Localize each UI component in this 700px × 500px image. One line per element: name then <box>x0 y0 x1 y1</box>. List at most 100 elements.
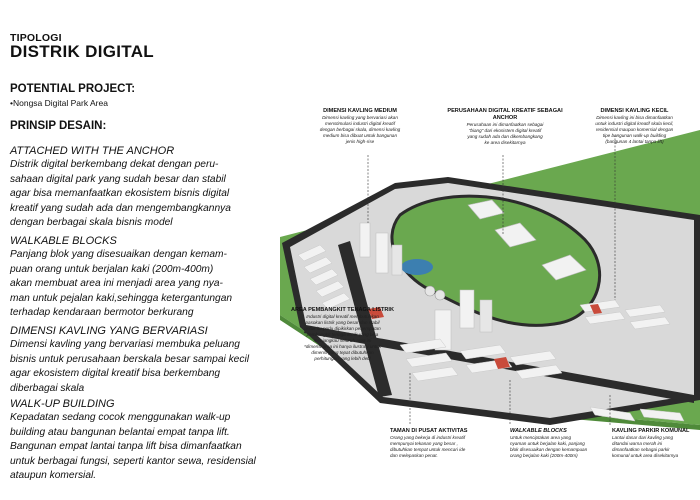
callout-line: "biang" dari ekosistem digital kreatif <box>468 128 542 133</box>
callout-line: dimanfaatkan sebagai parkir <box>612 447 670 452</box>
principle-body: Dimensi kavling yang bervariasi membuka … <box>10 338 285 396</box>
principle-line: Kepadatan sedang cocok menggunakan walk-… <box>10 412 231 423</box>
callout-line: medium bisa dibuat untuk bangunan <box>322 133 398 138</box>
callout-line: Untuk menciptakan area yang <box>510 435 572 440</box>
principle-heading: DIMENSI KAVLING YANG BERVARIASI <box>10 325 208 337</box>
callout-title: DIMENSI KAVLING KECIL <box>600 108 669 114</box>
callout-line: jenis high-rise <box>345 139 375 144</box>
callout-line: Dimensi kavling yang bervariasi akan <box>322 115 398 120</box>
principle-line: akan membuat area ini menjadi area yang … <box>10 278 223 290</box>
left-text-panel: TIPOLOGI DISTRIK DIGITAL POTENTIAL PROJE… <box>10 0 290 500</box>
main-road-diagonal <box>338 241 392 397</box>
principle-body: Kepadatan sedang cocok menggunakan walk-… <box>10 411 285 484</box>
principle-line: Distrik digital berkembang dekat dengan … <box>10 159 219 170</box>
callout-line: dibutuhkan tempat untuk mencari ide <box>390 447 466 452</box>
principle-line: sahaan digital park yang sudah besar dan… <box>10 173 226 185</box>
callout-line: residensial maupun komersial dengan <box>595 127 674 132</box>
district-masterplan-diagram: DIMENSI KAVLING MEDIUM Dimensi kavling y… <box>280 95 700 500</box>
principle-line: Dimensi kavling yang bervariasi membuka … <box>10 339 240 350</box>
principle-line: ataupun komersial. <box>10 470 97 482</box>
small-kavling-rows-west <box>297 244 351 310</box>
callout-title: AREA PEMBANGKIT TENAGA LISTRIK <box>290 307 395 313</box>
callout-line: ke area disekitarnya <box>484 140 526 145</box>
callout-title: KAVLING PARKIR KOMUNAL <box>612 428 690 434</box>
principle-line: agar ekosistem digital kreatif bisa berk… <box>10 368 221 380</box>
callout-line: pembangkit tenaga listrik yang bisa <box>306 332 379 337</box>
callout-line: pasokan listrik yang besar dan stabil <box>305 320 380 325</box>
principle-walkable: WALKABLE BLOCKS Panjang blok yang disesu… <box>10 234 285 321</box>
callout-line: Lantai dasar dari kavling yang <box>612 435 674 440</box>
principle-line: agar bisa memanfaatkan ekosistem bisnis … <box>10 188 230 200</box>
page-title: DISTRIK DIGITAL <box>10 42 154 61</box>
callout-body: Dimensi kavling yang bervariasi akan men… <box>295 115 425 145</box>
principle-line: diberbagai skala <box>10 382 85 394</box>
communal-parking-lot <box>494 357 510 369</box>
principle-body: Distrik digital berkembang dekat dengan … <box>10 158 285 231</box>
principle-kavling: DIMENSI KAVLING YANG BERVARIASI Dimensi … <box>10 324 285 396</box>
callout-line: komunal untuk area disekitarnya <box>612 453 679 458</box>
callout-body: Perusahaan ini dimanfaatkan sebagai "bia… <box>440 122 570 146</box>
callout-line: menjangkau seluruh area ini <box>313 338 372 343</box>
principle-walkup: WALK-UP BUILDING Kepadatan sedang cocok … <box>10 397 285 484</box>
masterplan-illustration <box>280 130 700 430</box>
callout-title: DIMENSI KAVLING MEDIUM <box>323 108 397 114</box>
callout-park: TAMAN DI PUSAT AKTIVITAS Orang yang beke… <box>390 428 495 459</box>
callout-line: nyaman untuk berjalan kaki, panjang <box>510 441 585 446</box>
callout-kavling-kecil: DIMENSI KAVLING KECIL Dimensi kavling in… <box>572 108 697 145</box>
callout-line: *dimensi area ini hanya ilustrasi untuk <box>303 344 382 349</box>
callout-line: ditandai warna merah ini <box>612 441 663 446</box>
callout-title: TAMAN DI PUSAT AKTIVITAS <box>390 428 468 434</box>
callout-line: Perusahaan ini dimanfaatkan sebagai <box>466 122 544 127</box>
callout-line: untuk itu perlu dipikirkan penempatan <box>304 326 381 331</box>
callout-leaders <box>367 135 616 425</box>
callout-anchor: PERUSAHAAN DIGITAL KREATIF SEBAGAI ANCHO… <box>440 108 570 146</box>
callout-body: Dimensi kavling ini bisa dimanfaatkan un… <box>572 115 697 145</box>
typology-kicker: TIPOLOGI <box>10 32 62 44</box>
callout-walkable: WALKABLE BLOCKS Untuk menciptakan area y… <box>510 428 610 459</box>
callout-line: untuk industri digital kreatif skala kec… <box>595 121 674 126</box>
anchor-building <box>494 222 537 248</box>
principle-line: bisnis untuk perusahaan berskala besar s… <box>10 353 249 365</box>
callout-line: dan melepaskan penat. <box>390 453 438 458</box>
principle-line: terhadap kendaraan bermotor berkurang <box>10 307 194 319</box>
callout-kavling-medium: DIMENSI KAVLING MEDIUM Dimensi kavling y… <box>295 108 425 145</box>
principle-line: kreatif yang sudah ada dan mengembangkan… <box>10 202 231 214</box>
central-pond <box>401 259 433 275</box>
anchor-building <box>467 199 505 220</box>
principle-body: Panjang blok yang disesuaikan dengan kem… <box>10 248 285 321</box>
principle-line: dengan berbagai skala bisnis model <box>10 217 173 229</box>
callout-body: Industri digital kreatif membutuhkan pas… <box>285 314 400 362</box>
potential-project-heading: POTENTIAL PROJECT: <box>10 83 136 95</box>
callout-line: dengan berbagai skala, dimensi kavling <box>319 127 401 132</box>
medium-kavling-towers <box>359 222 493 351</box>
callout-line: orang berjalan kaki (200m-400m) <box>510 453 578 458</box>
principle-line: untuk berbagai fungsi, seperti kantor se… <box>10 455 256 467</box>
power-plant-tank <box>434 289 446 301</box>
callout-line: Industri digital kreatif membutuhkan <box>306 314 379 319</box>
principle-anchor: ATTACHED WITH THE ANCHOR Distrik digital… <box>10 144 285 231</box>
principle-heading: WALKABLE BLOCKS <box>10 235 117 247</box>
callout-title: WALKABLE BLOCKS <box>510 428 567 434</box>
callout-body: Lantai dasar dari kavling yang ditandai … <box>612 435 700 459</box>
principle-heading: ATTACHED WITH THE ANCHOR <box>10 145 175 157</box>
callout-line: Dimensi kavling ini bisa dimanfaatkan <box>596 115 673 120</box>
callout-parking: KAVLING PARKIR KOMUNAL Lantai dasar dari… <box>612 428 700 459</box>
principle-line: puan orang untuk berjalan kaki (200m-400… <box>10 263 214 275</box>
power-plant-tank <box>424 285 436 297</box>
callout-power-plant: AREA PEMBANGKIT TENAGA LISTRIK Industri … <box>285 307 400 362</box>
callout-body: Orang yang bekerja di industri kreatif m… <box>390 435 495 459</box>
potential-project-item: •Nongsa Digital Park Area <box>10 98 108 108</box>
callout-line: blok disesuaikan dengan kemampuan <box>510 447 588 452</box>
principle-line: man untuk pejalan kaki,sehingga ketergan… <box>10 292 233 304</box>
callout-title: PERUSAHAAN DIGITAL KREATIF SEBAGAI ANCHO… <box>447 108 563 121</box>
principle-line: Bangunan empat lantai tanpa lift bisa di… <box>10 441 242 453</box>
callout-line: yang sudah ada dan dikembangkang <box>467 134 543 139</box>
callout-line: mempunyai tekanan yang besar , <box>390 441 458 446</box>
principle-heading: WALK-UP BUILDING <box>10 398 115 410</box>
small-kavling-rows-south <box>399 338 563 382</box>
principle-line: Panjang blok yang disesuaikan dengan kem… <box>10 249 227 260</box>
callout-line: tipe bangunan walk-up building <box>602 133 667 138</box>
design-principles-heading: PRINSIP DESAIN: <box>10 120 107 132</box>
callout-line: menstimulasi industri digital kreatif <box>325 121 395 126</box>
principle-line: building atau bangunan belantai empat ta… <box>10 426 230 438</box>
